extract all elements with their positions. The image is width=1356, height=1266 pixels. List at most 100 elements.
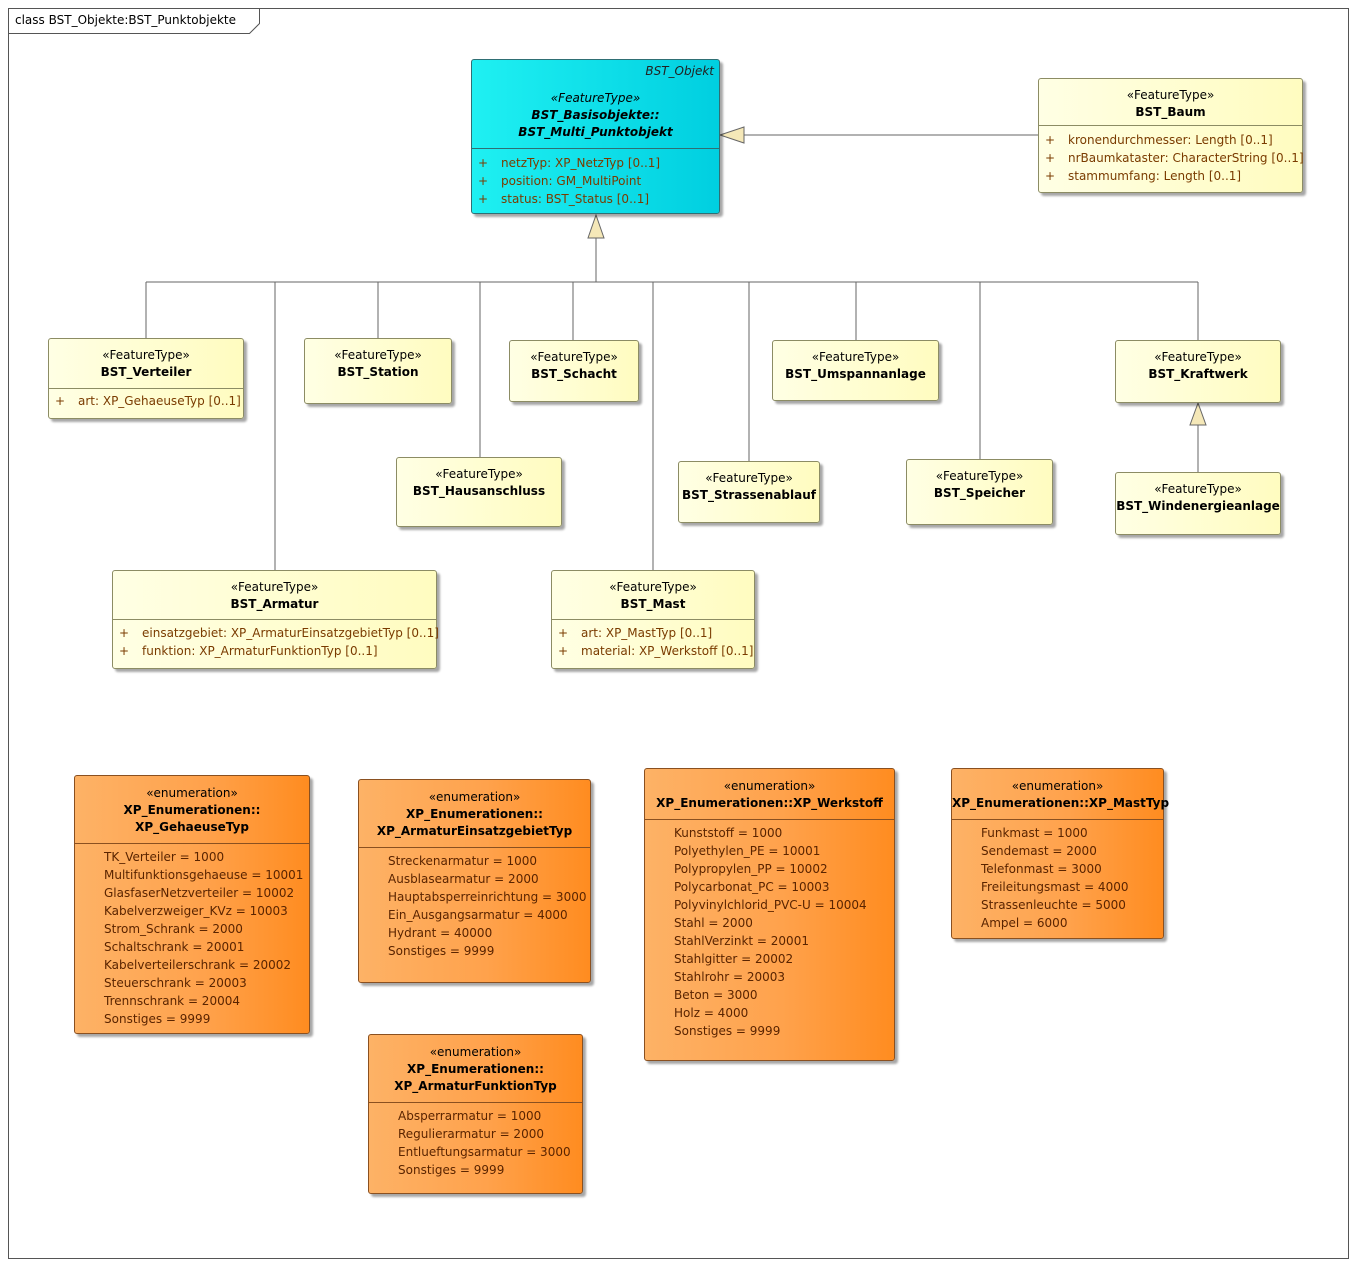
enum-literal: Schaltschrank = 20001	[104, 940, 245, 954]
class-name: BST_Kraftwerk	[1148, 367, 1248, 381]
enum-xp-masttyp[interactable]: «enumeration» XP_Enumerationen::XP_MastT…	[951, 768, 1169, 939]
enum-literal: Hauptabsperreinrichtung = 3000	[388, 890, 587, 904]
enum-literal: Kabelverteilerschrank = 20002	[104, 958, 291, 972]
class-bst-mast[interactable]: «FeatureType» BST_Mast +art: XP_MastTyp …	[551, 570, 755, 669]
enum-xp-armaturfunktiontyp[interactable]: «enumeration» XP_Enumerationen:: XP_Arma…	[368, 1034, 583, 1194]
stereotype: «FeatureType»	[609, 580, 697, 594]
enum-literal: Strassenleuchte = 5000	[981, 898, 1126, 912]
stereotype: «FeatureType»	[102, 348, 190, 362]
enum-name-package: XP_Enumerationen::	[406, 807, 543, 821]
enum-literal: GlasfaserNetzverteiler = 10002	[104, 886, 295, 900]
class-name: BST_Speicher	[933, 486, 1026, 500]
enum-literal: Polyethylen_PE = 10001	[674, 844, 821, 858]
enum-literal: StahlVerzinkt = 20001	[674, 934, 809, 948]
generalization-arrowhead	[587, 213, 605, 239]
attribute-row: +status: BST_Status [0..1]	[478, 192, 650, 206]
enum-literal: Funkmast = 1000	[981, 826, 1088, 840]
stereotype: «enumeration»	[1011, 779, 1104, 793]
attribute-row: +material: XP_Werkstoff [0..1]	[558, 644, 754, 658]
stereotype: «FeatureType»	[435, 467, 523, 481]
enum-literal: Sonstiges = 9999	[674, 1024, 781, 1038]
class-bst-verteiler[interactable]: «FeatureType» BST_Verteiler +art: XP_Geh…	[48, 338, 244, 419]
enum-name: XP_ArmaturEinsatzgebietTyp	[376, 824, 573, 838]
stereotype: «enumeration»	[723, 779, 816, 793]
enum-literal: Holz = 4000	[674, 1006, 749, 1020]
attribute-row: +art: XP_GehaeuseTyp [0..1]	[55, 394, 241, 408]
enum-literal: Kabelverzweiger_KVz = 10003	[104, 904, 288, 918]
enum-literal: Ausblasearmatur = 2000	[388, 872, 539, 886]
enum-name: XP_ArmaturFunktionTyp	[394, 1079, 557, 1093]
class-bst-kraftwerk[interactable]: «FeatureType» BST_Kraftwerk	[1115, 340, 1281, 403]
generalization-arrowhead	[1189, 401, 1207, 426]
enum-literal: Sendemast = 2000	[981, 844, 1097, 858]
enum-literal: Trennschrank = 20004	[104, 994, 240, 1008]
enum-literal: Streckenarmatur = 1000	[388, 854, 538, 868]
enum-literal: Regulierarmatur = 2000	[398, 1127, 544, 1141]
class-bst-strassenablauf[interactable]: «FeatureType» BST_Strassenablauf	[678, 461, 820, 523]
enum-literal: Beton = 3000	[674, 988, 758, 1002]
frame-title-tab	[8, 8, 260, 34]
abstract-tag: BST_Objekt	[645, 64, 714, 78]
class-bst-schacht[interactable]: «FeatureType» BST_Schacht	[509, 340, 639, 402]
stereotype: «FeatureType»	[334, 348, 422, 362]
class-bst-speicher[interactable]: «FeatureType» BST_Speicher	[906, 459, 1053, 525]
enum-literal: Polyvinylchlorid_PVC-U = 10004	[674, 898, 867, 912]
attribute-row: +netzTyp: XP_NetzTyp [0..1]	[478, 156, 661, 170]
class-bst-hausanschluss[interactable]: «FeatureType» BST_Hausanschluss	[396, 457, 562, 527]
stereotype: «FeatureType»	[530, 350, 618, 364]
enum-literal: Kunststoff = 1000	[674, 826, 783, 840]
enum-xp-gehaeusetyp[interactable]: «enumeration» XP_Enumerationen:: XP_Geha…	[74, 775, 310, 1034]
class-name-package: BST_Basisobjekte::	[531, 108, 660, 122]
enum-literal: Sonstiges = 9999	[398, 1163, 505, 1177]
enum-literal: Sonstiges = 9999	[104, 1012, 211, 1026]
attribute-row: +nrBaumkataster: CharacterString [0..1]	[1045, 151, 1304, 165]
stereotype: «FeatureType»	[935, 469, 1024, 483]
class-bst-windenergieanlage[interactable]: «FeatureType» BST_Windenergieanlage	[1115, 472, 1281, 535]
class-bst-armatur[interactable]: «FeatureType» BST_Armatur +einsatzgebiet…	[112, 570, 439, 669]
enum-literal: Ampel = 6000	[981, 916, 1068, 930]
enum-xp-werkstoff[interactable]: «enumeration» XP_Enumerationen::XP_Werks…	[644, 768, 895, 1061]
enum-literal: Strom_Schrank = 2000	[104, 922, 243, 936]
attribute-row: +funktion: XP_ArmaturFunktionTyp [0..1]	[119, 644, 378, 658]
frame-title: class BST_Objekte:BST_Punktobjekte	[15, 13, 237, 27]
enum-xp-armatureinsatzgebiettyp[interactable]: «enumeration» XP_Enumerationen:: XP_Arma…	[358, 779, 591, 983]
enum-literal: Telefonmast = 3000	[981, 862, 1102, 876]
diagram-frame	[8, 8, 1349, 1259]
class-bst-baum[interactable]: «FeatureType» BST_Baum +kronendurchmesse…	[1038, 78, 1304, 193]
stereotype: «FeatureType»	[230, 580, 319, 594]
stereotype: «FeatureType»	[1154, 482, 1242, 496]
class-name: BST_Mast	[620, 597, 686, 611]
generalization-arrowhead	[718, 126, 745, 144]
stereotype: «FeatureType»	[550, 91, 641, 105]
stereotype: «FeatureType»	[1154, 350, 1242, 364]
enum-literal: Sonstiges = 9999	[388, 944, 495, 958]
enum-literal: Freileitungsmast = 4000	[981, 880, 1129, 894]
class-bst-umspannanlage[interactable]: «FeatureType» BST_Umspannanlage	[772, 340, 939, 401]
class-bst-station[interactable]: «FeatureType» BST_Station	[304, 338, 452, 404]
enum-literal: Multifunktionsgehaeuse = 10001	[104, 868, 304, 882]
class-name: BST_Verteiler	[100, 365, 192, 379]
class-name: BST_Umspannanlage	[785, 367, 926, 381]
enum-literal: Entlueftungsarmatur = 3000	[398, 1145, 571, 1159]
class-name: BST_Multi_Punktobjekt	[518, 125, 673, 139]
class-bst-multi-punktobjekt[interactable]: BST_Objekt «FeatureType» BST_Basisobjekt…	[471, 59, 720, 214]
enum-literal: Stahl = 2000	[674, 916, 753, 930]
enum-name-package: XP_Enumerationen::	[407, 1062, 544, 1076]
stereotype: «FeatureType»	[1126, 88, 1215, 102]
attribute-row: +kronendurchmesser: Length [0..1]	[1045, 133, 1273, 147]
class-name: BST_Station	[337, 365, 419, 379]
enum-literal: Polycarbonat_PC = 10003	[674, 880, 830, 894]
enum-literal: Ein_Ausgangsarmatur = 4000	[388, 908, 568, 922]
class-name: BST_Hausanschluss	[412, 484, 546, 498]
class-name: BST_Armatur	[230, 597, 319, 611]
stereotype: «enumeration»	[146, 786, 238, 800]
enum-name: XP_GehaeuseTyp	[135, 820, 249, 834]
attribute-row: +stammumfang: Length [0..1]	[1045, 169, 1242, 183]
stereotype: «enumeration»	[428, 790, 521, 804]
class-name: BST_Schacht	[531, 367, 617, 381]
attribute-row: +position: GM_MultiPoint	[478, 174, 642, 188]
stereotype: «enumeration»	[429, 1045, 522, 1059]
enum-name-package: XP_Enumerationen::	[123, 803, 261, 817]
enum-literal: Steuerschrank = 20003	[104, 976, 247, 990]
